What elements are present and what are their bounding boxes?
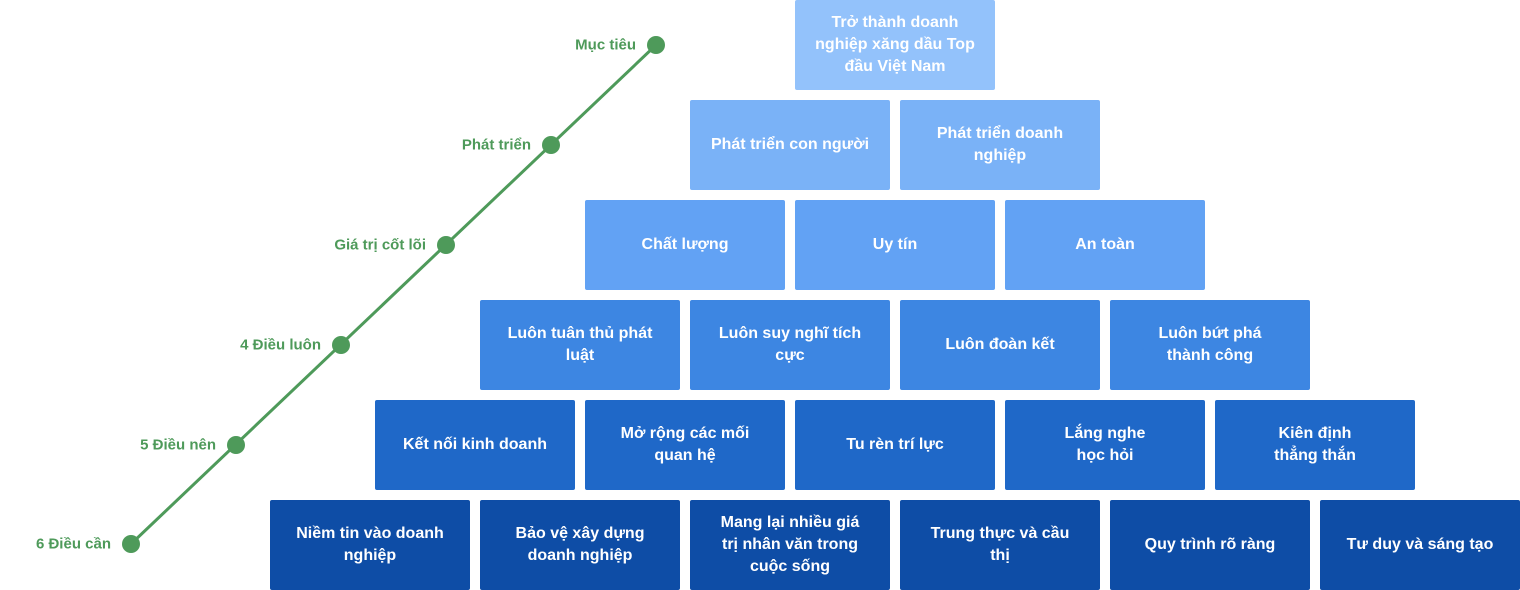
timeline-label-1: Mục tiêu — [575, 36, 636, 54]
timeline-dot-2 — [542, 136, 560, 154]
pyramid-box-level3-item3: An toàn — [1005, 200, 1205, 290]
pyramid-box-level4-item3: Luôn đoàn kết — [900, 300, 1100, 390]
timeline-connector — [129, 43, 658, 546]
timeline-dot-1 — [647, 36, 665, 54]
pyramid-box-level3-item2: Uy tín — [795, 200, 995, 290]
timeline-label-5: 5 Điều nên — [140, 436, 216, 454]
pyramid-box-level2-item1: Phát triển con người — [690, 100, 890, 190]
timeline-label-4: 4 Điều luôn — [240, 336, 321, 354]
pyramid-box-level5-item1: Kết nối kinh doanh — [375, 400, 575, 490]
pyramid-box-level5-item3: Tu rèn trí lực — [795, 400, 995, 490]
timeline-dot-5 — [227, 436, 245, 454]
timeline-label-3: Giá trị cốt lõi — [334, 236, 426, 254]
pyramid-box-level4-item2: Luôn suy nghĩ tích cực — [690, 300, 890, 390]
pyramid-box-level4-item4: Luôn bứt phá thành công — [1110, 300, 1310, 390]
timeline-dot-4 — [332, 336, 350, 354]
timeline-dot-6 — [122, 535, 140, 553]
timeline-label-2: Phát triển — [461, 136, 531, 154]
pyramid-box-level6-item5: Quy trình rõ ràng — [1110, 500, 1310, 590]
pyramid-box-level1-item1: Trở thành doanh nghiệp xăng dầu Top đầu … — [795, 0, 995, 90]
pyramid-box-level5-item2: Mở rộng các mối quan hệ — [585, 400, 785, 490]
timeline-dot-3 — [437, 236, 455, 254]
timeline-line — [122, 36, 665, 553]
pyramid-box-level5-item4: Lắng nghe học hỏi — [1005, 400, 1205, 490]
pyramid-box-level6-item1: Niềm tin vào doanh nghiệp — [270, 500, 470, 590]
pyramid-box-level5-item5: Kiên định thẳng thắn — [1215, 400, 1415, 490]
pyramid-box-level6-item3: Mang lại nhiều giá trị nhân văn trong cu… — [690, 500, 890, 590]
timeline-label-6: 6 Điều cần — [35, 535, 111, 553]
pyramid-box-level3-item1: Chất lượng — [585, 200, 785, 290]
pyramid-box-level2-item2: Phát triển doanh nghiệp — [900, 100, 1100, 190]
pyramid-box-level6-item4: Trung thực và cầu thị — [900, 500, 1100, 590]
pyramid-box-level6-item6: Tư duy và sáng tạo — [1320, 500, 1520, 590]
pyramid-box-level4-item1: Luôn tuân thủ phát luật — [480, 300, 680, 390]
pyramid-box-level6-item2: Bảo vệ xây dựng doanh nghiệp — [480, 500, 680, 590]
